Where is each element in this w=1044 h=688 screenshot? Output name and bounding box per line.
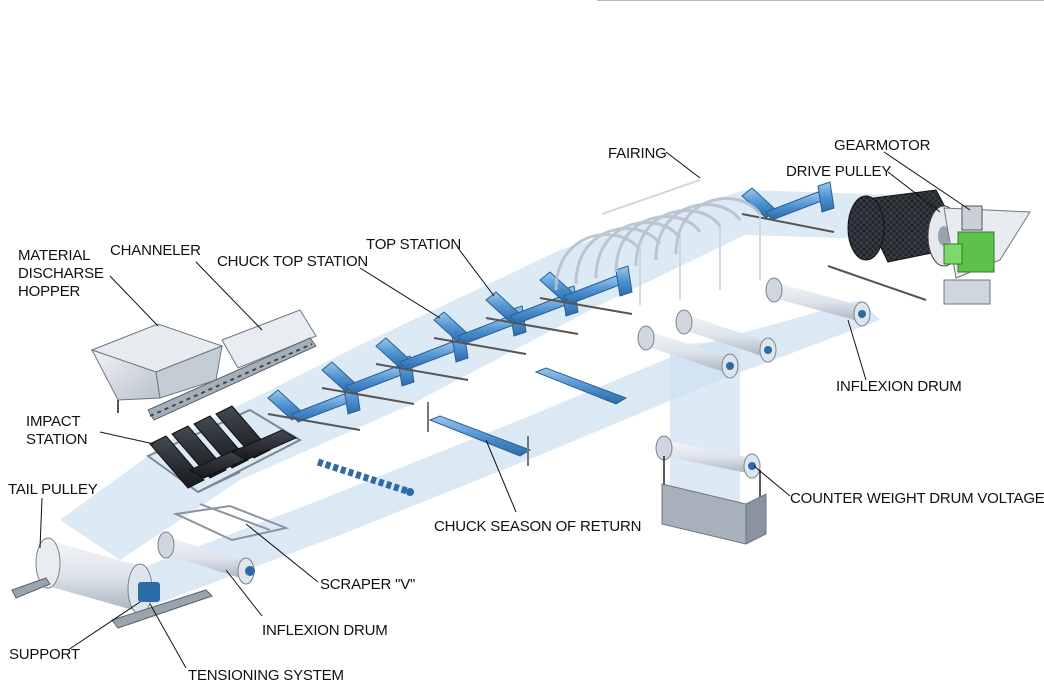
return-drums-center — [637, 309, 777, 379]
label-scraper-v: SCRAPER "V" — [320, 576, 416, 593]
conveyor-belt-carrying-strand — [60, 190, 900, 560]
label-gearmotor: GEARMOTOR — [834, 137, 931, 154]
channeler — [147, 309, 317, 421]
label-tensioning-system: TENSIONING SYSTEM — [188, 667, 344, 684]
material-discharge-hopper — [90, 323, 224, 413]
label-impact-station: IMPACT STATION — [26, 413, 88, 448]
leader-lines — [39, 151, 971, 669]
label-support: SUPPORT — [9, 646, 80, 663]
spiral-return-idler — [316, 458, 414, 496]
label-drive-pulley: DRIVE PULLEY — [786, 163, 892, 180]
counter-weight — [655, 435, 767, 545]
label-material-discharse-hopper: MATERIAL DISCHARSE HOPPER — [18, 247, 104, 300]
conveyor-belt-return-strand — [110, 300, 880, 610]
label-top-station: TOP STATION — [366, 236, 462, 253]
label-tail-pulley: TAIL PULLEY — [8, 481, 98, 498]
label-inflexion-drum-left: INFLEXION DRUM — [262, 622, 388, 639]
gearmotor — [943, 205, 1031, 305]
impact-station — [146, 405, 303, 494]
label-fairing: FAIRING — [608, 145, 667, 162]
drive-pulley — [847, 189, 967, 267]
inflexion-drum-right — [765, 265, 927, 327]
carrying-idler-stations — [267, 181, 835, 431]
label-chuck-top-station: CHUCK TOP STATION — [217, 253, 369, 270]
fairing — [554, 179, 762, 305]
tail-pulley — [35, 537, 160, 615]
label-chuck-season-of-return: CHUCK SEASON OF RETURN — [434, 518, 642, 535]
inflexion-drum-left — [157, 531, 255, 585]
scraper-v — [172, 503, 290, 542]
top-divider-line — [597, 0, 1044, 1]
tensioning-system — [11, 577, 213, 629]
label-inflexion-drum-right: INFLEXION DRUM — [836, 378, 962, 395]
label-channeler: CHANNELER — [110, 242, 201, 259]
return-idler-station — [427, 367, 628, 466]
label-counter-weight-drum-voltage: COUNTER WEIGHT DRUM VOLTAGE — [790, 490, 1044, 507]
